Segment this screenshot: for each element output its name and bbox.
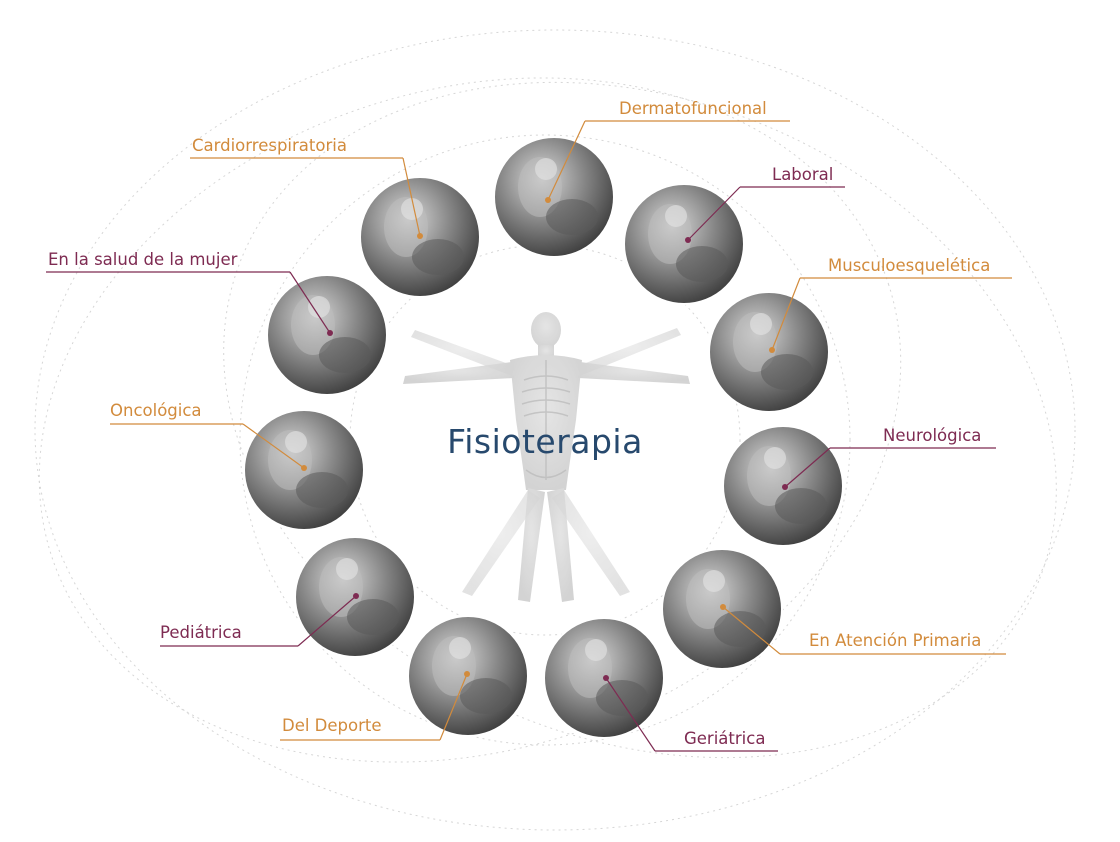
label-salud-mujer[interactable]: En la salud de la mujer [48,250,238,269]
label-pediatrica[interactable]: Pediátrica [160,623,242,642]
orbit-outer-left [38,77,902,763]
marker-dot-musculoesqueletica [769,347,775,353]
label-geriatrica[interactable]: Geriátrica [684,729,766,748]
leader-deporte [439,673,468,741]
leader-oncologica [242,423,305,469]
orbit-middle [239,134,851,746]
leader-lines [46,120,1012,752]
leader-dermatofuncional [547,120,586,201]
label-neurologica[interactable]: Neurológica [883,426,982,445]
leader-salud-mujer [289,271,331,334]
marker-dot-laboral [685,237,691,243]
label-del-deporte[interactable]: Del Deporte [282,716,382,735]
label-cardiorrespiratoria[interactable]: Cardiorrespiratoria [192,136,347,155]
marker-dot-salud-mujer [327,330,333,336]
leader-laboral [687,186,741,241]
marker-dot-geriatrica [603,675,609,681]
leader-musculoesqueletica [771,277,801,351]
marker-dot-oncologica [301,465,307,471]
label-atencion-primaria[interactable]: En Atención Primaria [809,631,982,650]
marker-dot-neurologica [782,484,788,490]
marker-dot-deporte [464,671,470,677]
label-dermatofuncional[interactable]: Dermatofuncional [619,99,767,118]
photo-circle-atencion-primaria[interactable] [661,548,783,670]
leader-neurologica [784,447,831,488]
marker-dot-dermatofuncional [545,197,551,203]
photo-circle-salud-mujer[interactable] [266,274,388,396]
label-musculoesqueletica[interactable]: Musculoesquelética [828,256,991,275]
human-figure-icon [403,312,690,602]
leader-atencion-primaria [722,606,781,655]
label-oncologica[interactable]: Oncológica [110,401,202,420]
leader-cardiorrespiratoria [402,157,421,237]
leader-pediatrica [297,595,357,647]
marker-dot-cardiorrespiratoria [417,233,423,239]
orbit-wide [34,29,1076,831]
marker-dot-atencion-primaria [720,604,726,610]
photo-circle-dermatofuncional[interactable] [493,136,615,258]
skeleton-lines [521,360,571,480]
leader-geriatrica [605,677,656,752]
photo-circle-musculoesqueletica[interactable] [708,291,830,413]
marker-dot-pediatrica [353,593,359,599]
center-title: Fisioterapia [447,422,643,461]
photo-circle-laboral[interactable] [623,183,745,305]
label-laboral[interactable]: Laboral [772,165,834,184]
